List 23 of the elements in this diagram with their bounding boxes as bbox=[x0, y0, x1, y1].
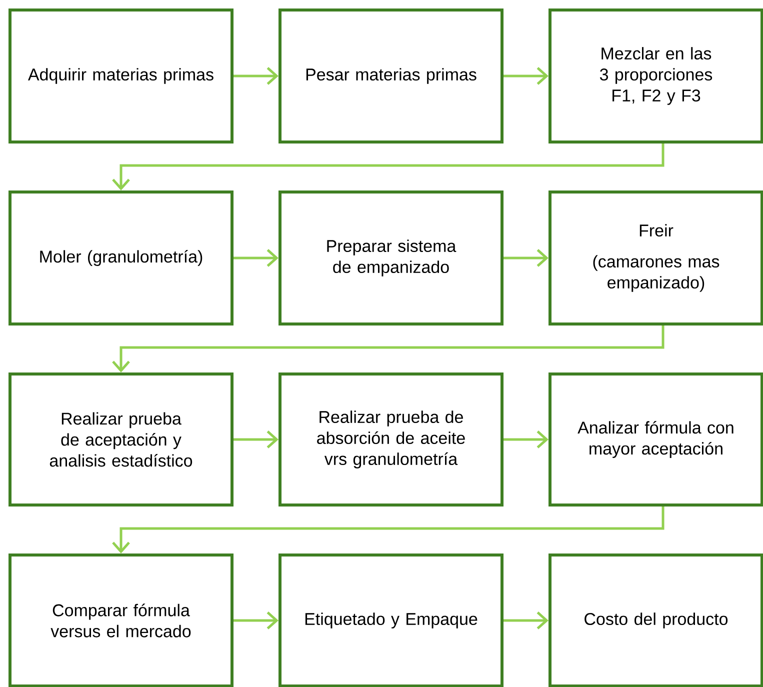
arrow bbox=[504, 430, 548, 448]
arrow bbox=[112, 326, 664, 372]
arrow bbox=[234, 249, 278, 267]
arrow bbox=[504, 67, 548, 85]
arrow bbox=[504, 612, 548, 630]
process-box: Preparar sistema de empanizado bbox=[278, 190, 504, 326]
process-box: Analizar fórmula con mayor aceptación bbox=[548, 372, 763, 506]
process-box: Mezclar en las 3 proporciones F1, F2 y F3 bbox=[548, 8, 763, 144]
process-box: Costo del producto bbox=[548, 553, 763, 687]
arrow bbox=[234, 612, 278, 630]
process-box: Moler (granulometría) bbox=[8, 190, 234, 326]
arrow bbox=[234, 430, 278, 448]
process-box: Comparar fórmula versus el mercado bbox=[8, 553, 234, 687]
arrow bbox=[504, 249, 548, 267]
arrow bbox=[112, 143, 664, 190]
process-box: Pesar materias primas bbox=[278, 8, 504, 144]
process-box: Etiquetado y Empaque bbox=[278, 553, 504, 687]
process-box: Realizar prueba de absorción de aceite vrs granulometría bbox=[278, 372, 504, 506]
arrow bbox=[234, 67, 278, 85]
process-box: Freir (camarones mas empanizado) bbox=[548, 190, 763, 326]
process-box: Adquirir materias primas bbox=[8, 8, 234, 144]
arrow bbox=[112, 506, 664, 554]
process-box: Realizar prueba de aceptación y analisis estadístico bbox=[8, 372, 234, 506]
